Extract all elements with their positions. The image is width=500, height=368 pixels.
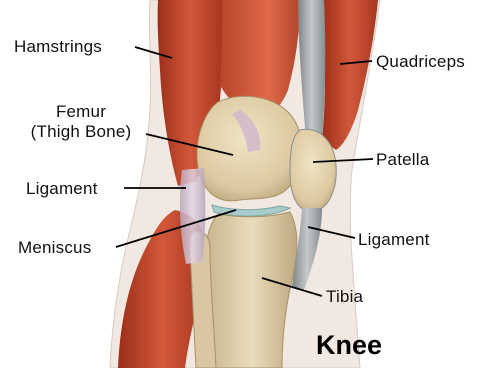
- label-patella: Patella: [376, 150, 429, 170]
- label-ligament-right: Ligament: [358, 230, 430, 250]
- label-ligament-left: Ligament: [26, 179, 98, 199]
- label-tibia: Tibia: [326, 287, 363, 307]
- label-meniscus: Meniscus: [18, 238, 91, 258]
- quadriceps-muscle: [322, 0, 378, 150]
- label-femur-line2: (Thigh Bone): [14, 122, 148, 142]
- left-ligament: [180, 168, 205, 264]
- label-quadriceps: Quadriceps: [376, 52, 465, 72]
- label-femur: Femur (Thigh Bone): [14, 102, 148, 141]
- label-hamstrings: Hamstrings: [14, 37, 102, 57]
- diagram-title: Knee: [316, 330, 382, 361]
- label-femur-line1: Femur: [14, 102, 148, 122]
